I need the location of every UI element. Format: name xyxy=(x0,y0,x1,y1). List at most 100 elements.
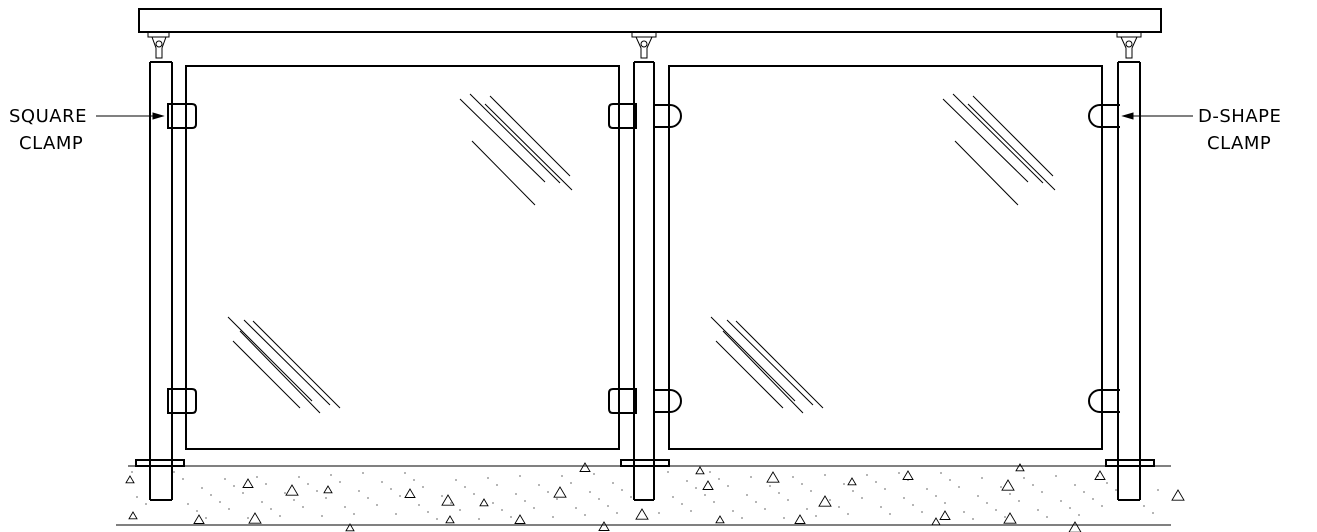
aggregate-triangle xyxy=(902,470,914,480)
aggregate-dot xyxy=(496,484,498,486)
aggregate-dot xyxy=(949,479,951,481)
aggregate-dot xyxy=(838,506,840,508)
aggregate-dot xyxy=(1009,493,1011,495)
aggregate-dot xyxy=(321,515,323,517)
aggregate-dot xyxy=(570,482,572,484)
aggregate-triangle xyxy=(404,488,416,498)
top-handrail xyxy=(138,8,1162,33)
aggregate-dot xyxy=(1152,512,1154,514)
aggregate-dot xyxy=(815,515,817,517)
aggregate-dot xyxy=(1004,516,1006,518)
aggregate-dot xyxy=(958,486,960,488)
aggregate-triangle xyxy=(939,510,951,520)
aggregate-dot xyxy=(1083,491,1085,493)
aggregate-dot xyxy=(316,490,318,492)
aggregate-dot xyxy=(889,513,891,515)
aggregate-dot xyxy=(182,478,184,480)
aggregate-triangle xyxy=(715,515,725,524)
aggregate-dot xyxy=(875,481,877,483)
aggregate-dot xyxy=(487,477,489,479)
aggregate-dot xyxy=(593,473,595,475)
aggregate-dot xyxy=(1037,509,1039,511)
aggregate-dot xyxy=(131,471,133,473)
aggregate-dot xyxy=(755,501,757,503)
aggregate-dot xyxy=(367,497,369,499)
aggregate-dot xyxy=(653,487,655,489)
aggregate-dot xyxy=(944,502,946,504)
aggregate-dot xyxy=(418,504,420,506)
aggregate-triangle xyxy=(635,508,649,520)
aggregate-dot xyxy=(233,485,235,487)
glass-panel-right xyxy=(668,65,1103,450)
handrail-saddle-middle xyxy=(631,31,657,59)
aggregate-dot xyxy=(1000,486,1002,488)
d-shape-clamp-label-line2: CLAMP xyxy=(1207,133,1271,154)
aggregate-dot xyxy=(450,502,452,504)
aggregate-dot xyxy=(325,497,327,499)
aggregate-dot xyxy=(898,472,900,474)
aggregate-dot xyxy=(381,481,383,483)
aggregate-dot xyxy=(1041,491,1043,493)
aggregate-dot xyxy=(658,512,660,514)
aggregate-triangle xyxy=(479,498,489,507)
aggregate-dot xyxy=(1069,507,1071,509)
aggregate-dot xyxy=(884,488,886,490)
aggregate-dot xyxy=(228,508,230,510)
aggregate-dot xyxy=(362,472,364,474)
aggregate-dot xyxy=(413,479,415,481)
aggregate-dot xyxy=(404,472,406,474)
aggregate-dot xyxy=(261,501,263,503)
aggregate-dot xyxy=(173,471,175,473)
aggregate-dot xyxy=(926,488,928,490)
aggregate-triangle xyxy=(193,514,205,524)
aggregate-dot xyxy=(880,506,882,508)
aggregate-dot xyxy=(750,476,752,478)
aggregate-dot xyxy=(390,488,392,490)
aggregate-dot xyxy=(963,511,965,513)
aggregate-dot xyxy=(921,511,923,513)
aggregate-dot xyxy=(824,474,826,476)
concrete-slab xyxy=(116,462,1185,532)
aggregate-dot xyxy=(686,480,688,482)
aggregate-dot xyxy=(464,486,466,488)
aggregate-triangle xyxy=(128,511,138,520)
aggregate-dot xyxy=(972,518,974,520)
aggregate-dot xyxy=(912,504,914,506)
aggregate-triangle xyxy=(1068,521,1082,532)
aggregate-dot xyxy=(1157,489,1159,491)
aggregate-triangle xyxy=(1094,470,1106,480)
aggregate-dot xyxy=(746,494,748,496)
aggregate-dot xyxy=(307,483,309,485)
aggregate-triangle xyxy=(766,471,780,483)
aggregate-dot xyxy=(695,487,697,489)
aggregate-dot xyxy=(187,503,189,505)
aggregate-dot xyxy=(478,518,480,520)
aggregate-triangle xyxy=(579,462,591,472)
aggregate-dot xyxy=(986,502,988,504)
aggregate-dot xyxy=(903,497,905,499)
square-clamp-left-bottom xyxy=(167,388,197,414)
aggregate-dot xyxy=(136,496,138,498)
square-clamp-left-top xyxy=(167,103,197,129)
aggregate-triangle xyxy=(1015,463,1025,472)
aggregate-dot xyxy=(940,472,942,474)
aggregate-dot xyxy=(1074,484,1076,486)
d-clamp-right-top xyxy=(1088,104,1120,128)
aggregate-dot xyxy=(1143,505,1145,507)
aggregate-dot xyxy=(709,471,711,473)
aggregate-dot xyxy=(242,492,244,494)
aggregate-triangle xyxy=(445,515,455,524)
aggregate-dot xyxy=(556,498,558,500)
aggregate-dot xyxy=(224,478,226,480)
aggregate-dot xyxy=(459,509,461,511)
aggregate-triangle xyxy=(242,478,254,488)
aggregate-dot xyxy=(778,492,780,494)
handrail-saddle-right xyxy=(1116,31,1142,59)
aggregate-dot xyxy=(552,516,554,518)
aggregate-triangle xyxy=(598,521,610,531)
aggregate-triangle xyxy=(553,486,567,498)
aggregate-dot xyxy=(210,494,212,496)
aggregate-dot xyxy=(145,503,147,505)
aggregate-dot xyxy=(524,500,526,502)
